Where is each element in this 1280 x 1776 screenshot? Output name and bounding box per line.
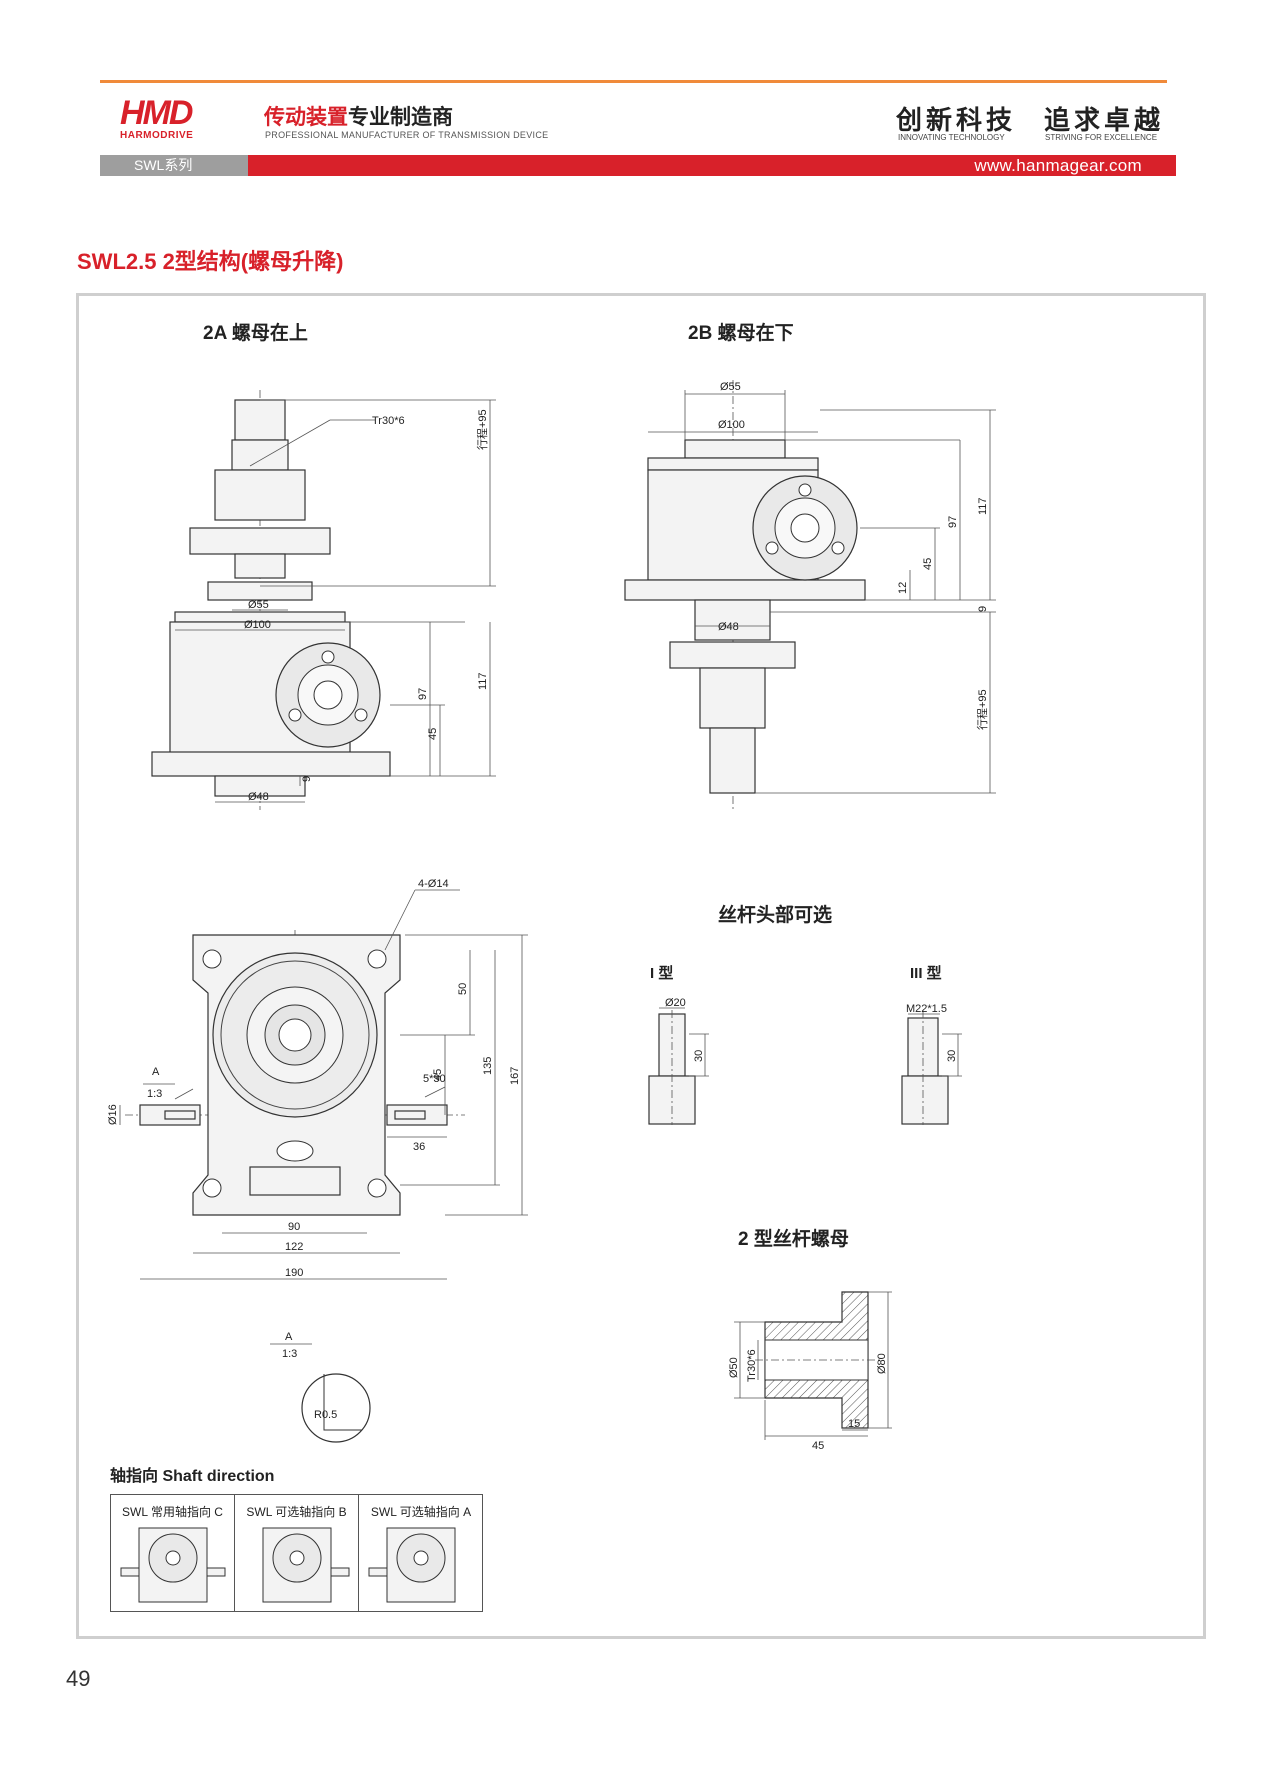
nut-15-label: 15 (848, 1418, 860, 1430)
2b-12-label: 12 (897, 582, 909, 594)
slogan-striving: 追求卓越 (1044, 106, 1165, 136)
front-45-label: 45 (432, 1069, 444, 1081)
2a-97-label: 97 (417, 688, 429, 700)
nut-d50-label: Ø50 (728, 1357, 740, 1378)
type1-len-label: 30 (693, 1050, 705, 1062)
page-title: SWL2.5 2型结构(螺母升降) (77, 249, 344, 274)
screw-head-title: 丝杆头部可选 (718, 905, 833, 926)
2b-9-label: 9 (977, 606, 989, 612)
type3-thread-label: M22*1.5 (906, 1003, 947, 1015)
nut-drawing: Ø50 Tr30*6 Ø80 45 15 (728, 1291, 892, 1452)
logo-subtitle: HARMODRIVE (120, 130, 194, 141)
nut-thread-label: Tr30*6 (746, 1349, 758, 1382)
front-scale-label: 1:3 (147, 1088, 162, 1100)
shaft-direction-b-label: SWL 可选轴指向 B (246, 1505, 347, 1519)
drawing-frame (76, 293, 1206, 1639)
screw-type3-drawing: M22*1.5 30 (901, 1003, 962, 1125)
front-36-label: 36 (413, 1141, 425, 1153)
shaft-direction-table: SWL 常用轴指向 C SWL 可选轴指向 B SWL 可选轴指向 A (110, 1494, 483, 1612)
2a-d100-label: Ø100 (244, 619, 271, 631)
2b-d55-label: Ø55 (720, 381, 741, 393)
front-90-label: 90 (288, 1221, 300, 1233)
2b-d48-label: Ø48 (718, 621, 739, 633)
nut-45-label: 45 (812, 1440, 824, 1452)
tagline-red: 传动装置 (264, 106, 348, 129)
drawing-2a-title: 2A 螺母在上 (203, 323, 308, 344)
2a-thread-label: Tr30*6 (372, 415, 405, 427)
shaft-direction-b: SWL 可选轴指向 B (235, 1495, 359, 1611)
screw-type3-label: III 型 (910, 965, 942, 982)
front-detail-label: A (152, 1066, 160, 1078)
screw-type1-label: I 型 (650, 965, 674, 982)
shaft-direction-b-icon (262, 1527, 350, 1603)
detail-a-radius: R0.5 (314, 1409, 337, 1421)
nut-d80-label: Ø80 (876, 1353, 888, 1374)
type1-dia-label: Ø20 (665, 997, 686, 1009)
2a-117-label: 117 (477, 672, 489, 690)
front-key-label: 5*30 (423, 1073, 446, 1085)
slogan-innovating: 创新科技 (896, 106, 1017, 136)
2b-stroke-label: 行程+95 (976, 689, 989, 730)
2b-117-label: 117 (977, 497, 989, 515)
drawing-2a: Tr30*6 行程+95 Ø55 Ø100 117 97 45 9 Ø48 (151, 390, 496, 810)
shaft-direction-c-label: SWL 常用轴指向 C (122, 1505, 223, 1519)
drawing-2b-title: 2B 螺母在下 (688, 323, 794, 344)
shaft-direction-c: SWL 常用轴指向 C (111, 1495, 235, 1611)
front-holes-label: 4-Ø14 (418, 878, 449, 890)
screw-type1-drawing: Ø20 30 (648, 997, 709, 1125)
shaft-direction-a: SWL 可选轴指向 A (359, 1495, 483, 1611)
detail-a-label: A (285, 1331, 293, 1343)
2b-45-label: 45 (922, 558, 934, 570)
shaft-direction-a-label: SWL 可选轴指向 A (370, 1505, 472, 1519)
detail-a-scale: 1:3 (282, 1348, 297, 1360)
2a-9-label: 9 (301, 776, 313, 782)
series-label: SWL系列 (134, 157, 193, 173)
website-bar: www.hanmagear.com (248, 155, 1176, 176)
front-d16-label: Ø16 (107, 1104, 119, 1125)
tagline-black: 专业制造商 (348, 106, 453, 129)
front-122-label: 122 (285, 1241, 303, 1253)
shaft-direction-title: 轴指向 Shaft direction (110, 1468, 275, 1485)
company-tagline-en: PROFESSIONAL MANUFACTURER OF TRANSMISSIO… (265, 130, 549, 140)
header-top-rule (100, 80, 1167, 83)
slogan-innovating-en: INNOVATING TECHNOLOGY (898, 133, 1005, 142)
shaft-direction-c-icon (120, 1527, 226, 1603)
front-50-label: 50 (457, 983, 469, 995)
front-135-label: 135 (482, 1057, 494, 1075)
brand-logo: HMD HARMODRIVE (120, 96, 222, 144)
front-190-label: 190 (285, 1267, 303, 1279)
page-number: 49 (66, 1666, 91, 1691)
2a-d55-label: Ø55 (248, 599, 269, 611)
2b-d100-label: Ø100 (718, 419, 745, 431)
series-label-bar: SWL系列 (100, 155, 248, 176)
2a-45-label: 45 (427, 728, 439, 740)
drawing-2b: Ø55 Ø100 117 97 45 12 9 Ø48 行程+95 (624, 380, 996, 810)
2b-97-label: 97 (947, 516, 959, 528)
front-167-label: 167 (509, 1067, 521, 1085)
logo-mark: HMD (120, 94, 193, 132)
drawing-front-view: 4-Ø14 50 135 167 45 5*30 36 A 1:3 Ø16 90… (107, 878, 528, 1280)
detail-a: A 1:3 R0.5 (270, 1331, 371, 1443)
website-link[interactable]: www.hanmagear.com (974, 156, 1142, 175)
slogan-striving-en: STRIVING FOR EXCELLENCE (1045, 133, 1158, 142)
2a-stroke-label: 行程+95 (476, 409, 489, 450)
shaft-direction-a-icon (368, 1527, 456, 1603)
company-tagline: 传动装置专业制造商 (264, 101, 453, 131)
type3-len-label: 30 (946, 1050, 958, 1062)
nut-title: 2 型丝杆螺母 (738, 1229, 849, 1250)
2a-d48-label: Ø48 (248, 791, 269, 803)
